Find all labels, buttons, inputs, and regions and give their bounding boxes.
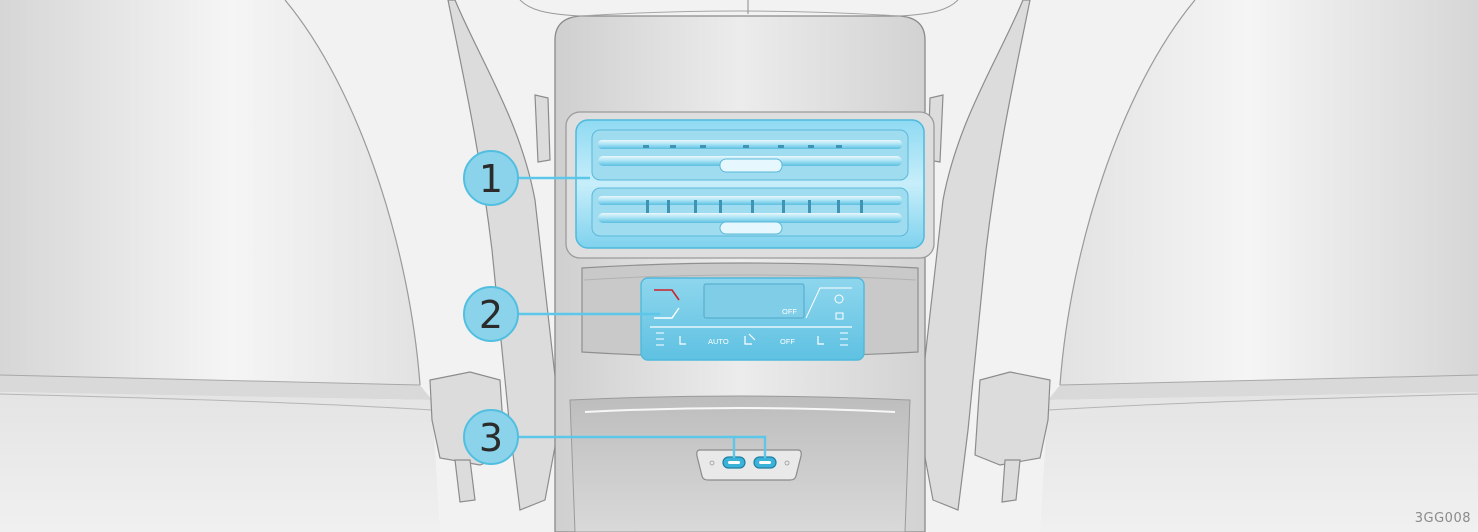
display-off-label: OFF — [782, 307, 797, 316]
left-temperature-level-bars — [656, 332, 664, 346]
callout-3: 3 — [463, 409, 519, 465]
right-seat-back — [1040, 0, 1478, 532]
rear-air-vent — [575, 119, 925, 249]
right-seat-frame — [917, 0, 1051, 511]
callout-1: 1 — [463, 150, 519, 206]
left-seat-back — [0, 0, 440, 532]
rear-climate-control-panel: OFF AUTO OFF — [640, 277, 865, 361]
climate-display — [703, 283, 805, 319]
callout-1-number: 1 — [479, 157, 503, 201]
fan-icon — [834, 294, 844, 304]
callout-3-number: 3 — [479, 416, 503, 460]
callout-2: 2 — [463, 286, 519, 342]
usb-c-port-module — [696, 449, 802, 481]
seat-ventilation-icon — [744, 333, 756, 345]
fan-slider-outline — [805, 287, 852, 319]
right-temperature-level-bars — [840, 332, 848, 346]
lower-vent-adjuster — [719, 221, 783, 235]
auto-button-label: AUTO — [708, 337, 729, 346]
recirculation-icon — [835, 312, 844, 320]
figure-code: 3GG008 — [1414, 511, 1471, 526]
leader-lines — [515, 176, 767, 458]
temperature-down-indicator — [654, 307, 680, 319]
right-seat-heating-icon — [817, 336, 824, 345]
off-button-label: OFF — [780, 337, 795, 346]
callout-2-number: 2 — [479, 293, 503, 337]
left-seat-heating-icon — [679, 336, 686, 345]
upper-vent-adjuster — [719, 158, 783, 173]
temperature-up-indicator — [654, 289, 680, 301]
